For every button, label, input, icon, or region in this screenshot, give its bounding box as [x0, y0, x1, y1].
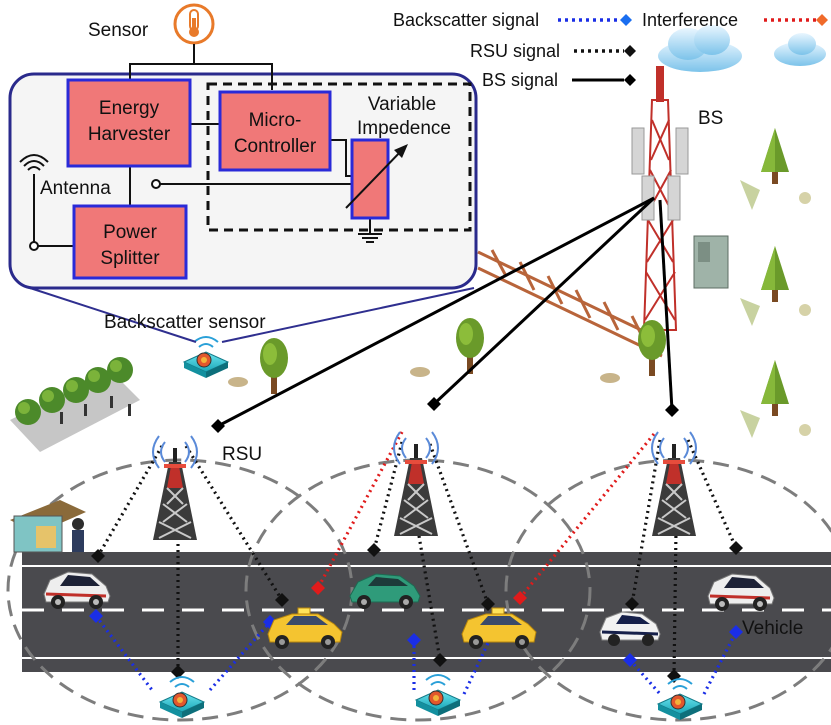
legend-backscatter-label: Backscatter signal — [393, 10, 539, 30]
backscatter-links — [94, 615, 738, 696]
cloud-icon — [658, 25, 742, 72]
thermometer-icon — [173, 3, 215, 45]
backscatter-tag-icon — [183, 336, 229, 379]
road — [22, 552, 831, 672]
legend-interference-marker — [816, 14, 828, 26]
lattice-structure — [477, 249, 663, 358]
rsu-coverage-1 — [6, 458, 354, 722]
energy-harvester-line2: Harvester — [88, 124, 171, 145]
legend-backscatter-marker — [620, 14, 632, 26]
micro-controller-line2: Controller — [234, 136, 317, 157]
energy-harvester-line1: Energy — [99, 98, 160, 119]
park-icon — [10, 357, 140, 452]
variable-impedance-line1: Variable — [368, 94, 436, 115]
backscatter-sensor-label: Backscatter sensor — [104, 312, 266, 333]
power-splitter-block — [72, 204, 188, 280]
bus-stop-icon — [10, 500, 86, 553]
bs-tower-icon — [631, 66, 729, 331]
rsu-tower-icon — [393, 431, 439, 537]
sensor-label: Sensor — [88, 20, 149, 41]
legend-rsu-marker — [624, 45, 636, 57]
legend: Backscatter signal Interference RSU sign… — [393, 10, 828, 90]
vehicle-label: Vehicle — [742, 618, 803, 639]
legend-bs-marker — [624, 74, 636, 86]
variable-arrow-icon — [345, 144, 408, 209]
trees — [228, 128, 811, 438]
rsu-label: RSU — [222, 444, 262, 465]
legend-bs-label: BS signal — [482, 70, 558, 90]
variable-impedance-block — [350, 138, 390, 220]
bs-label: BS — [698, 108, 723, 129]
variable-impedance-line2: Impedence — [357, 118, 451, 139]
backscatter-tag-icon — [159, 676, 205, 719]
backscatter-tag-icon — [415, 674, 461, 717]
energy-harvester-block — [66, 78, 192, 168]
backscatter-tag-icon — [657, 678, 703, 721]
legend-rsu-label: RSU signal — [470, 41, 560, 61]
legend-interference-label: Interference — [642, 10, 738, 30]
power-splitter-line2: Splitter — [100, 248, 160, 269]
bs-signal-links — [217, 196, 674, 428]
micro-controller-block — [218, 90, 332, 172]
antenna-icon — [19, 154, 49, 200]
power-splitter-line1: Power — [103, 222, 158, 243]
cloud-icon — [774, 33, 826, 66]
micro-controller-line1: Micro- — [249, 110, 302, 131]
antenna-label: Antenna — [40, 178, 111, 199]
